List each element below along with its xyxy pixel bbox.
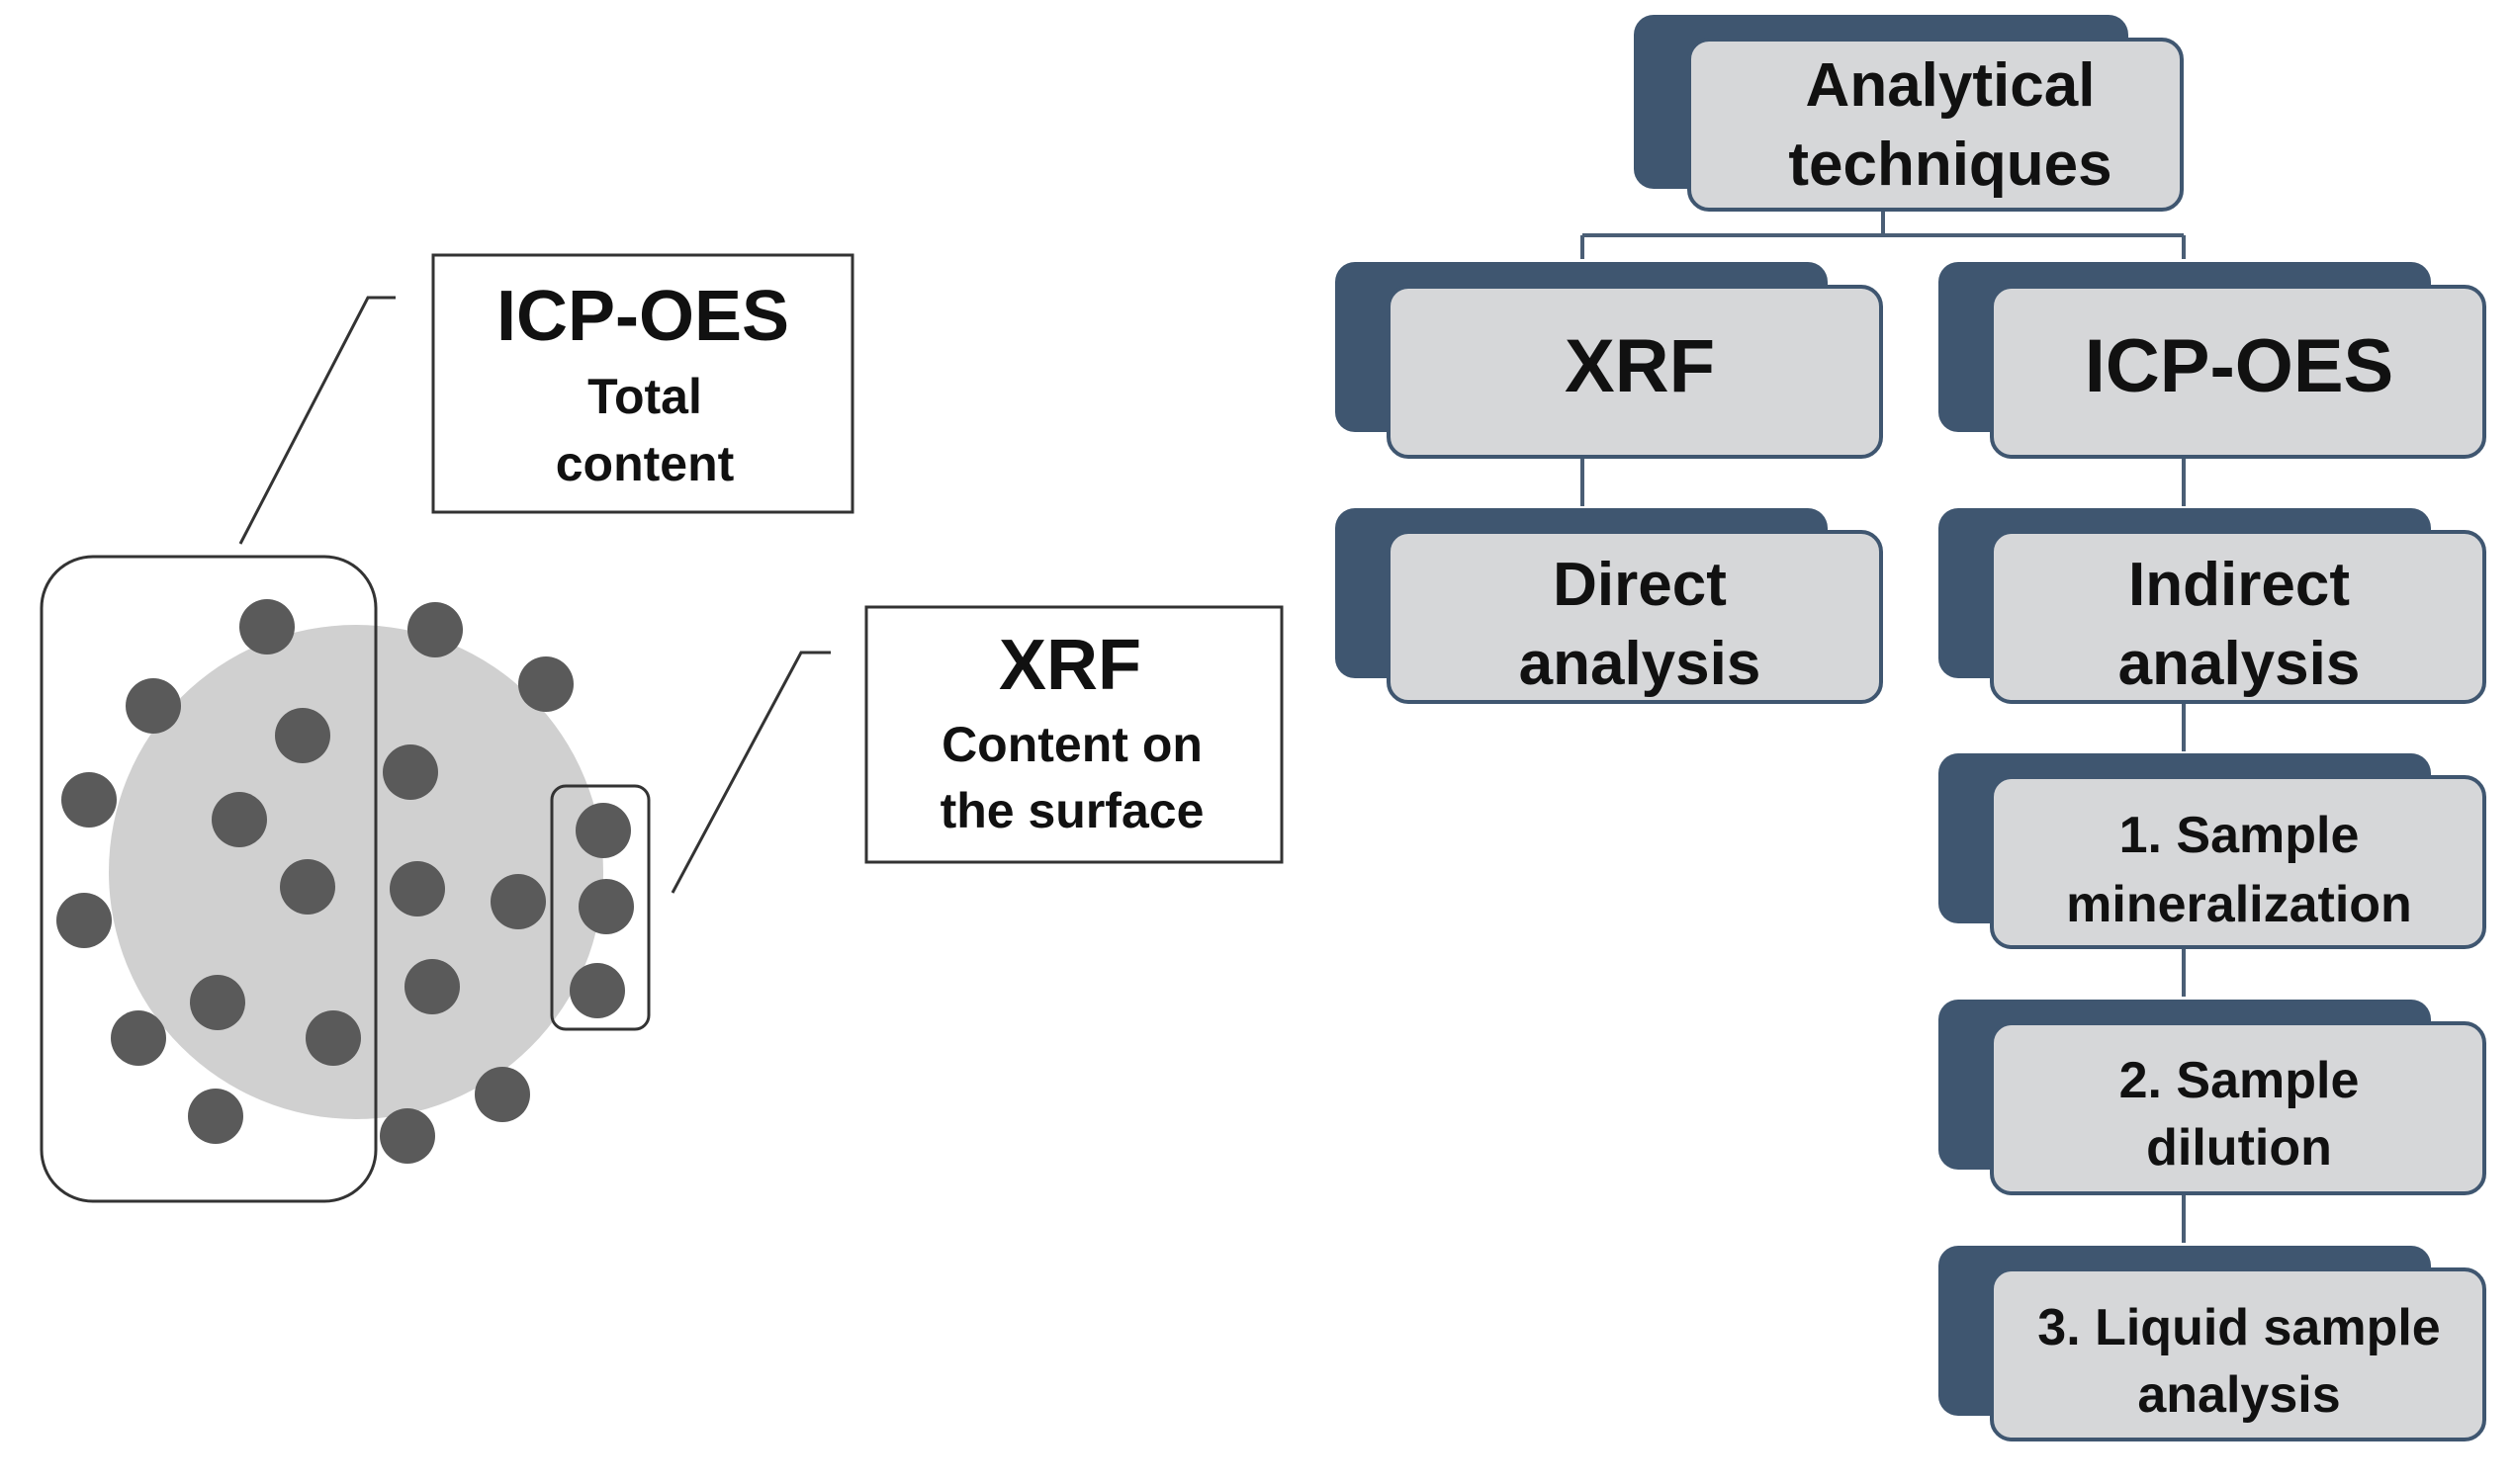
node-step1-line2: mineralization bbox=[2066, 876, 2412, 933]
node-indirect-analysis-line2: analysis bbox=[2118, 630, 2361, 698]
node-xrf: XRF bbox=[1335, 262, 1883, 459]
element-dot bbox=[190, 975, 245, 1030]
element-dot bbox=[239, 599, 295, 655]
node-step1-line1: 1. Sample bbox=[2119, 807, 2360, 864]
element-dot bbox=[111, 1010, 166, 1066]
xrf-callout-title: XRF bbox=[999, 626, 1141, 705]
element-dot bbox=[390, 861, 445, 917]
node-step-liquid-analysis: 3. Liquid sample analysis bbox=[1938, 1246, 2486, 1441]
element-dot bbox=[404, 959, 460, 1014]
element-dot bbox=[306, 1010, 361, 1066]
icp-oes-callout-line2: content bbox=[556, 436, 735, 491]
element-dot bbox=[570, 963, 625, 1018]
icp-leader-line bbox=[238, 296, 396, 545]
node-direct-analysis-line1: Direct bbox=[1553, 551, 1727, 619]
node-box bbox=[1387, 530, 1883, 704]
total-content-region bbox=[40, 555, 378, 1203]
node-step3-line2: analysis bbox=[2137, 1366, 2340, 1424]
node-step-mineralization: 1. Sample mineralization bbox=[1938, 753, 2486, 949]
node-xrf-label: XRF bbox=[1565, 324, 1715, 408]
element-dot bbox=[475, 1067, 530, 1122]
element-dot bbox=[491, 874, 546, 929]
element-dot bbox=[579, 879, 634, 934]
element-dot bbox=[188, 1089, 243, 1144]
element-dot bbox=[518, 656, 574, 712]
node-step2-line2: dilution bbox=[2146, 1119, 2332, 1177]
element-dot bbox=[61, 772, 117, 828]
surface-content-region bbox=[550, 784, 651, 1031]
node-analytical-techniques-line2: techniques bbox=[1788, 131, 2111, 199]
node-box bbox=[1990, 1021, 2486, 1195]
node-indirect-analysis: Indirect analysis bbox=[1938, 508, 2486, 704]
node-box bbox=[1990, 775, 2486, 949]
node-direct-analysis: Direct analysis bbox=[1335, 508, 1883, 704]
xrf-callout-line2: the surface bbox=[941, 783, 1205, 838]
icp-oes-callout-box bbox=[431, 253, 854, 514]
icp-oes-callout: ICP-OES Total content bbox=[431, 253, 854, 514]
node-analytical-techniques: Analytical techniques bbox=[1634, 15, 2184, 212]
element-dot bbox=[212, 792, 267, 847]
node-box bbox=[1990, 530, 2486, 704]
node-box bbox=[1990, 285, 2486, 459]
icp-oes-callout-title: ICP-OES bbox=[496, 277, 789, 356]
element-dot bbox=[280, 859, 335, 915]
node-box bbox=[1990, 1267, 2486, 1441]
xrf-callout: XRF Content on the surface bbox=[864, 605, 1284, 864]
particle-illustration bbox=[40, 296, 831, 1203]
element-dot bbox=[126, 678, 181, 734]
node-box bbox=[1387, 285, 1883, 459]
element-dot bbox=[380, 1108, 435, 1164]
icp-oes-callout-line1: Total bbox=[587, 369, 702, 424]
xrf-callout-line1: Content on bbox=[942, 717, 1203, 772]
element-dot bbox=[56, 893, 112, 948]
element-dot bbox=[407, 602, 463, 657]
node-step-dilution: 2. Sample dilution bbox=[1938, 1000, 2486, 1195]
element-dot bbox=[576, 803, 631, 858]
node-analytical-techniques-line1: Analytical bbox=[1806, 51, 2096, 120]
node-step2-line1: 2. Sample bbox=[2119, 1052, 2360, 1109]
node-icp-oes: ICP-OES bbox=[1938, 262, 2486, 459]
flowchart-connectors bbox=[1580, 210, 2186, 1243]
node-icp-oes-label: ICP-OES bbox=[2085, 324, 2394, 408]
node-indirect-analysis-line1: Indirect bbox=[2128, 551, 2350, 619]
element-dot bbox=[383, 744, 438, 800]
node-step3-line1: 3. Liquid sample bbox=[2037, 1299, 2440, 1356]
node-box bbox=[1687, 38, 2184, 212]
element-dots bbox=[56, 599, 634, 1164]
xrf-leader-line bbox=[671, 651, 831, 894]
element-dot bbox=[275, 708, 330, 763]
node-direct-analysis-line2: analysis bbox=[1519, 630, 1761, 698]
xrf-callout-box bbox=[864, 605, 1284, 864]
